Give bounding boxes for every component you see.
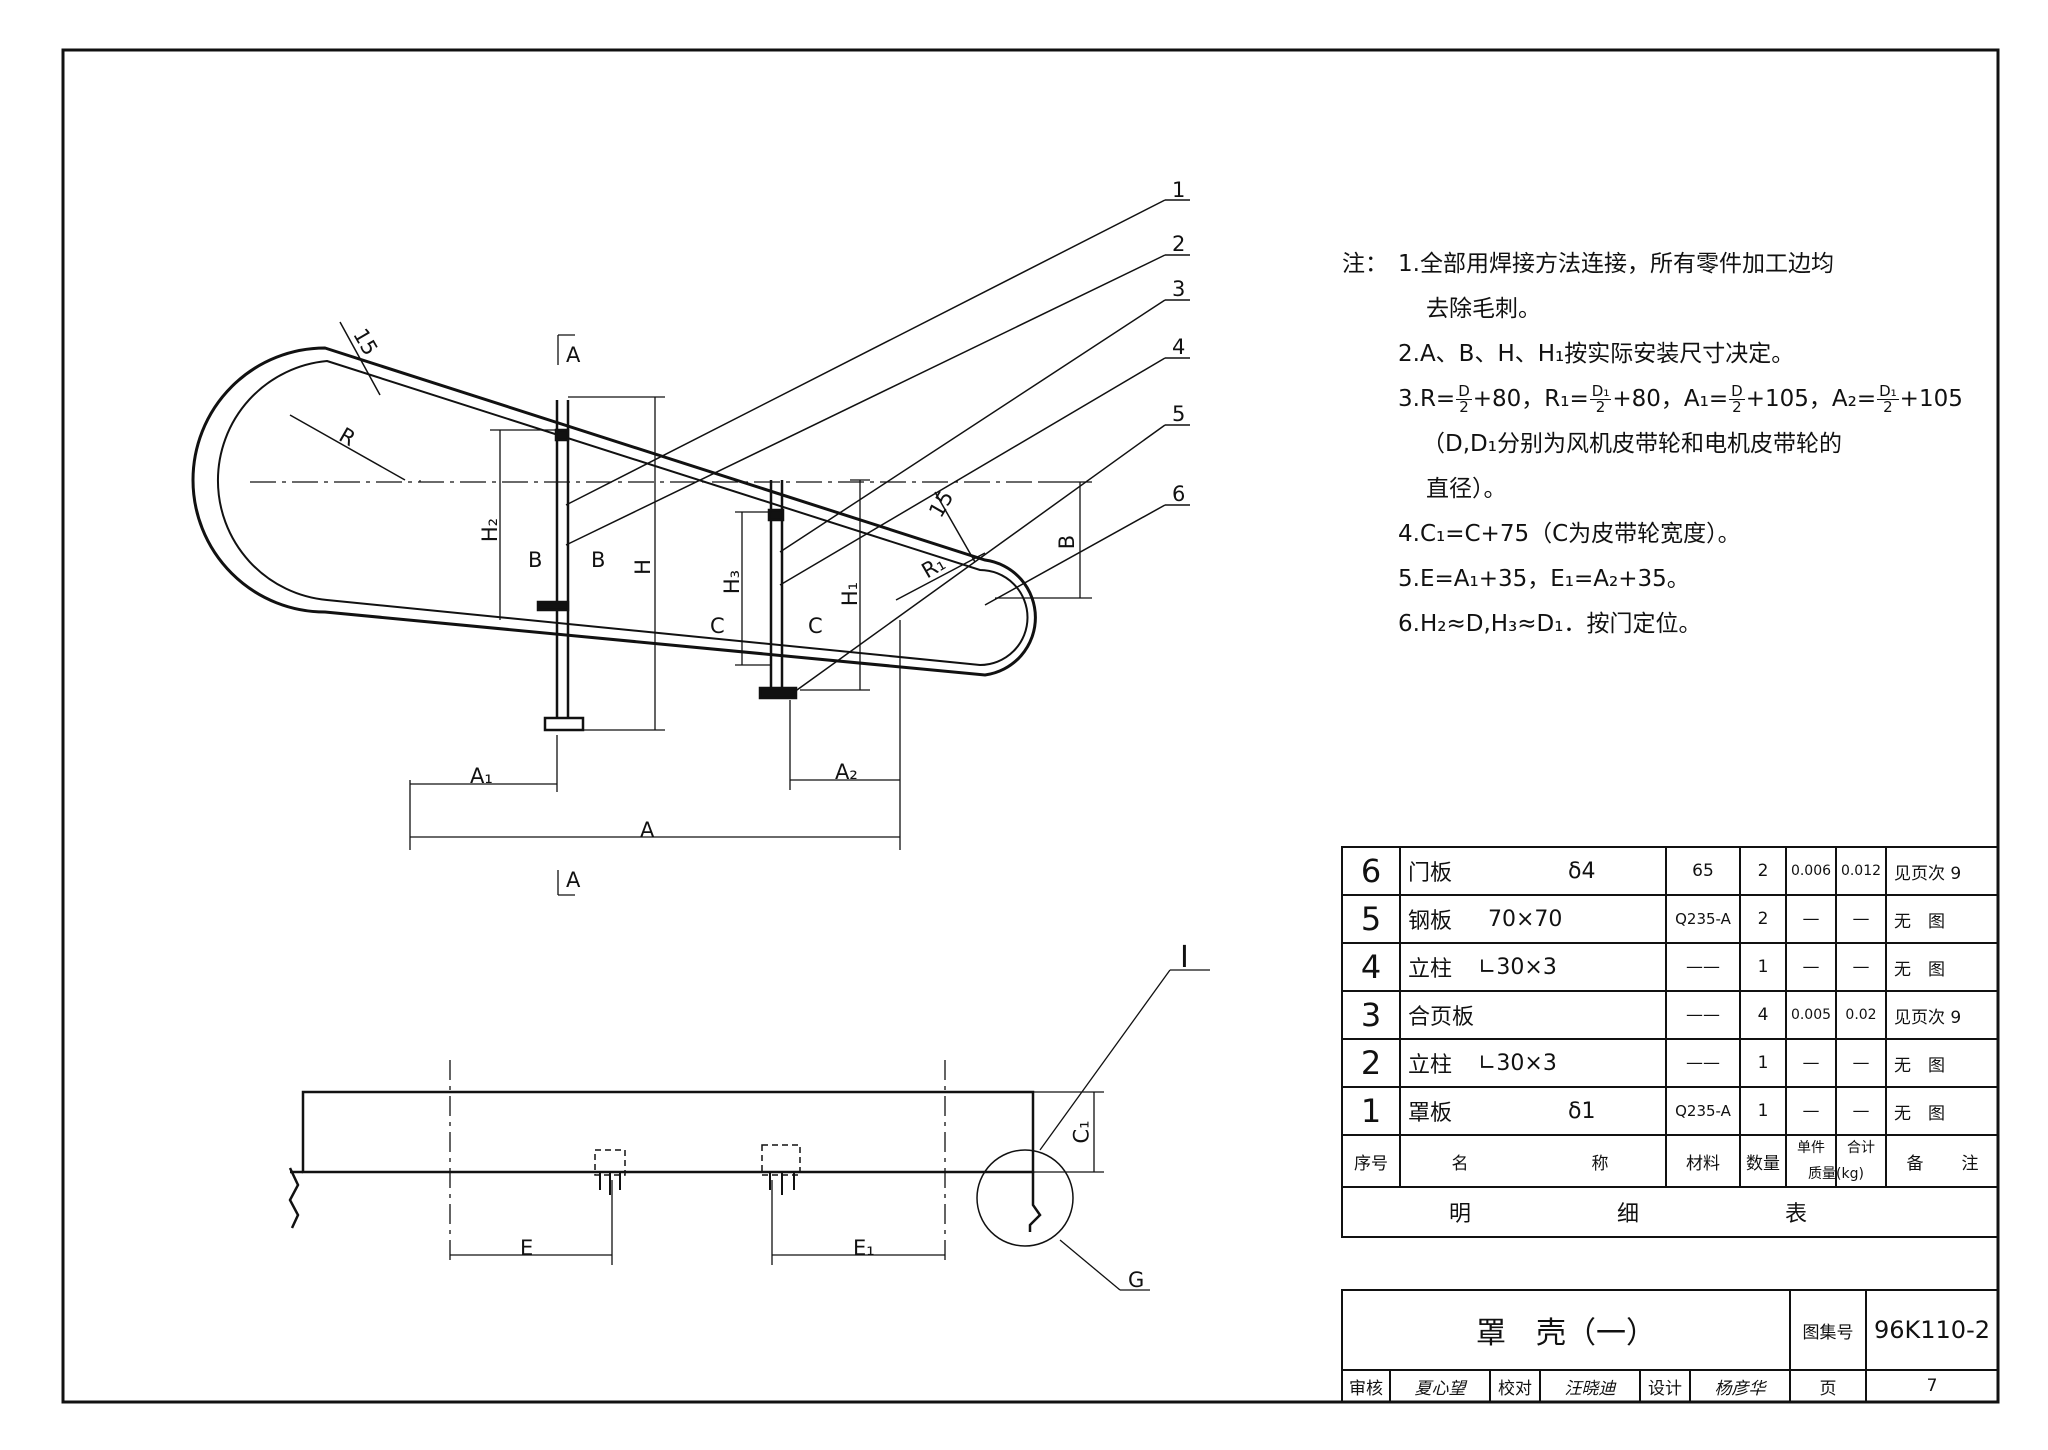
dim-15-left: [339, 321, 381, 396]
review-label: 审核: [1349, 1378, 1383, 1399]
section-A-bottom: A: [566, 868, 581, 892]
check-label: 校对: [1498, 1378, 1532, 1399]
bom-header-name2: 称: [1591, 1153, 1609, 1174]
part-leaders: [565, 199, 1190, 696]
dim-E-label: E: [520, 1236, 534, 1260]
page-number: 7: [1926, 1376, 1938, 1396]
review-signature: 夏心望: [1414, 1378, 1466, 1399]
dim-15-right: [934, 491, 976, 563]
dim-B-label: B: [1055, 534, 1080, 550]
section-C-left: C: [710, 614, 725, 638]
note-3-mid1: +80，R₁=: [1472, 386, 1589, 412]
dim-H2-label: H₂: [478, 517, 503, 543]
bom-caption-3: 表: [1784, 1202, 1807, 1227]
section-B-right: B: [591, 548, 606, 572]
bom-header-total: 合计: [1847, 1139, 1875, 1156]
section-B-left: B: [528, 548, 543, 572]
dim-E1-label: E₁: [853, 1236, 875, 1260]
bom-header-note2: 注: [1961, 1153, 1979, 1174]
radius-R: [289, 414, 406, 481]
plan-view: [288, 1090, 1042, 1232]
note-3b: （D,D₁分别为风机皮带轮和电机皮带轮的: [1422, 431, 1842, 457]
bom-header-weight: 质量(kg): [1808, 1165, 1864, 1182]
leader-6: 6: [1172, 482, 1186, 506]
dim-H3-label: H₃: [720, 569, 745, 595]
post-right: [758, 480, 798, 700]
notes-head: 注：: [1342, 251, 1388, 277]
note-1a: 1.全部用焊接方法连接，所有零件加工边均: [1398, 251, 1834, 277]
note-4: 4.C₁=C+75（C为皮带轮宽度）。: [1398, 521, 1741, 547]
centre-lines: [250, 480, 1040, 483]
bom-grid: [1341, 846, 1999, 1238]
page-label: 页: [1819, 1378, 1837, 1399]
drawing-title: 罩 壳（一）: [1476, 1316, 1656, 1351]
atlas-label: 图集号: [1802, 1322, 1854, 1343]
title-block-grid: [1341, 1289, 1999, 1403]
detail-G-label: G: [1128, 1268, 1145, 1292]
dim-C1-label: C₁: [1069, 1120, 1094, 1144]
note-3-pre: 3.R=: [1398, 386, 1456, 412]
section-A-top: A: [566, 343, 581, 367]
note-3-mid2: +80，A₁=: [1612, 386, 1729, 412]
note-5: 5.E=A₁+35，E₁=A₂+35。: [1398, 566, 1690, 592]
leader-4: 4: [1172, 335, 1186, 359]
bom-header-qty: 数量: [1746, 1153, 1780, 1174]
drawing-frame: [61, 48, 2000, 1404]
leader-5: 5: [1172, 402, 1186, 426]
bom-caption-2: 细: [1616, 1202, 1639, 1227]
radius-R1: [895, 552, 986, 601]
detail-I-label: I: [1180, 940, 1189, 975]
dim-A2-label: A₂: [835, 760, 858, 784]
dimension-lines: [409, 334, 1092, 896]
atlas-number: 96K110-2: [1873, 1316, 1990, 1344]
note-3-mid3: +105，A₂=: [1745, 386, 1877, 412]
leader-2: 2: [1172, 232, 1186, 256]
note-3-end: +105: [1899, 386, 1963, 412]
bom-header-unit: 单件: [1797, 1139, 1825, 1156]
note-3c: 直径）。: [1426, 476, 1507, 502]
bom-header-no: 序号: [1354, 1153, 1388, 1174]
note-6: 6.H₂≈D,H₃≈D₁．按门定位。: [1398, 611, 1702, 637]
bom-header-material: 材料: [1686, 1153, 1720, 1174]
design-label: 设计: [1648, 1378, 1682, 1399]
bom-header-note: 备: [1906, 1153, 1924, 1174]
post-left: [536, 400, 585, 732]
guard-outline: [191, 346, 1037, 677]
dim-H1-label: H₁: [838, 581, 863, 607]
leader-1: 1: [1172, 178, 1186, 202]
section-C-right: C: [808, 614, 823, 638]
bom-caption-1: 明: [1448, 1202, 1471, 1227]
dim-H-label: H: [630, 559, 655, 575]
design-signature: 杨彦华: [1714, 1378, 1766, 1399]
dim-A1-label: A₁: [470, 764, 493, 788]
bom-header-name: 名: [1451, 1153, 1469, 1174]
note-1b: 去除毛刺。: [1426, 296, 1541, 322]
note-2: 2.A、B、H、H₁按实际安装尺寸决定。: [1398, 341, 1795, 367]
leader-3: 3: [1172, 277, 1186, 301]
plan-dimensions: [449, 969, 1210, 1291]
check-signature: 汪晓迪: [1564, 1378, 1616, 1399]
dim-A-label: A: [640, 818, 655, 842]
